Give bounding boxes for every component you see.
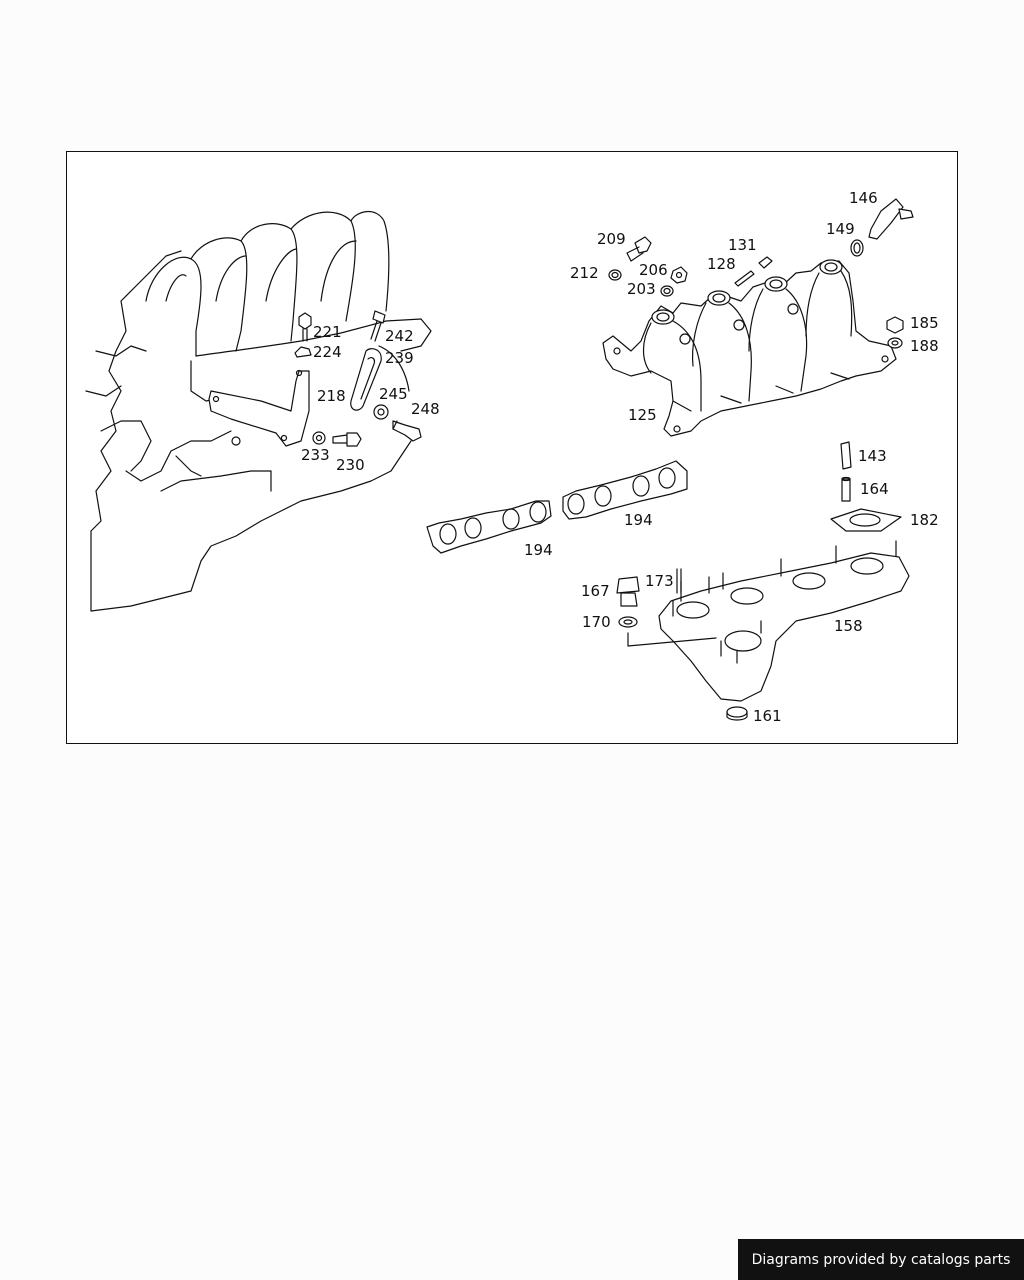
diagram-frame: 146 149 209 131 212 206 128 203 185 188 …	[66, 151, 958, 744]
label-224: 224	[313, 343, 342, 361]
label-194-a: 194	[624, 511, 653, 529]
engine-block-drawing	[85, 211, 432, 612]
label-194-b: 194	[524, 541, 553, 559]
label-161: 161	[753, 707, 782, 725]
label-233: 233	[301, 446, 330, 464]
label-218: 218	[317, 387, 346, 405]
label-203: 203	[627, 280, 656, 298]
label-230: 230	[336, 456, 365, 474]
part-labels: 146 149 209 131 212 206 128 203 185 188 …	[301, 189, 939, 725]
label-170: 170	[582, 613, 611, 631]
label-248: 248	[411, 400, 440, 418]
label-206: 206	[639, 261, 668, 279]
footer-credit: Diagrams provided by catalogs parts	[738, 1239, 1024, 1280]
label-173: 173	[645, 572, 674, 590]
label-158: 158	[834, 617, 863, 635]
left-fasteners-drawing	[294, 310, 422, 447]
label-164: 164	[860, 480, 889, 498]
label-221: 221	[313, 323, 342, 341]
label-149: 149	[826, 220, 855, 238]
parts-diagram: 146 149 209 131 212 206 128 203 185 188 …	[85, 189, 939, 725]
exhaust-manifold-drawing	[616, 540, 910, 721]
label-212: 212	[570, 264, 599, 282]
label-125: 125	[628, 406, 657, 424]
label-128: 128	[707, 255, 736, 273]
gasket-drawing	[426, 460, 688, 554]
label-239: 239	[385, 349, 414, 367]
intake-manifold-drawing	[602, 259, 897, 437]
label-209: 209	[597, 230, 626, 248]
manifold-fasteners-drawing	[608, 198, 914, 532]
label-146: 146	[849, 189, 878, 207]
label-185: 185	[910, 314, 939, 332]
label-143: 143	[858, 447, 887, 465]
label-188: 188	[910, 337, 939, 355]
label-245: 245	[379, 385, 408, 403]
label-131: 131	[728, 236, 757, 254]
label-242: 242	[385, 327, 414, 345]
footer-credit-text: Diagrams provided by catalogs parts	[751, 1251, 1011, 1268]
label-167: 167	[581, 582, 610, 600]
label-182: 182	[910, 511, 939, 529]
